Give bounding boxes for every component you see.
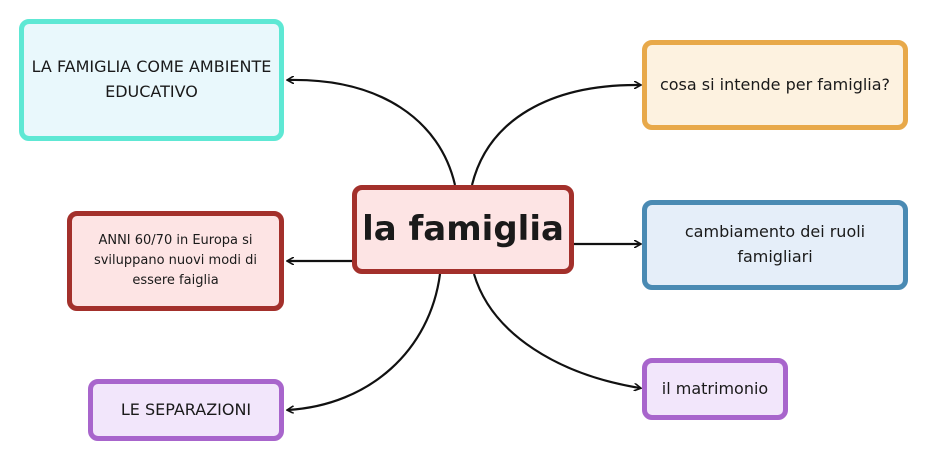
connector-bottom-right (472, 273, 640, 388)
node-label: ANNI 60/70 in Europa si sviluppano nuovi… (93, 232, 258, 289)
node-famiglia-ambiente-educativo[interactable]: LA FAMIGLIA COME AMBIENTE EDUCATIVO (19, 19, 284, 141)
node-label: LE SEPARAZIONI (120, 399, 252, 419)
node-label: cosa si intende per famiglia? (659, 74, 891, 94)
node-matrimonio[interactable]: il matrimonio (642, 358, 788, 420)
node-anni-60-70[interactable]: ANNI 60/70 in Europa si sviluppano nuovi… (67, 211, 284, 311)
node-label: cambiamento dei ruoli famigliari (684, 222, 866, 266)
connector-top-right (470, 85, 640, 186)
node-cambiamento-ruoli[interactable]: cambiamento dei ruoli famigliari (642, 200, 908, 290)
node-separazioni[interactable]: LE SEPARAZIONI (88, 379, 284, 441)
connector-top-left (288, 80, 457, 186)
central-topic[interactable]: la famiglia (352, 185, 574, 274)
node-cosa-si-intende[interactable]: cosa si intende per famiglia? (642, 40, 908, 130)
node-label: LA FAMIGLIA COME AMBIENTE EDUCATIVO (31, 57, 272, 101)
connector-bottom-left (288, 273, 442, 410)
central-topic-label: la famiglia (362, 208, 564, 249)
node-label: il matrimonio (661, 378, 769, 398)
